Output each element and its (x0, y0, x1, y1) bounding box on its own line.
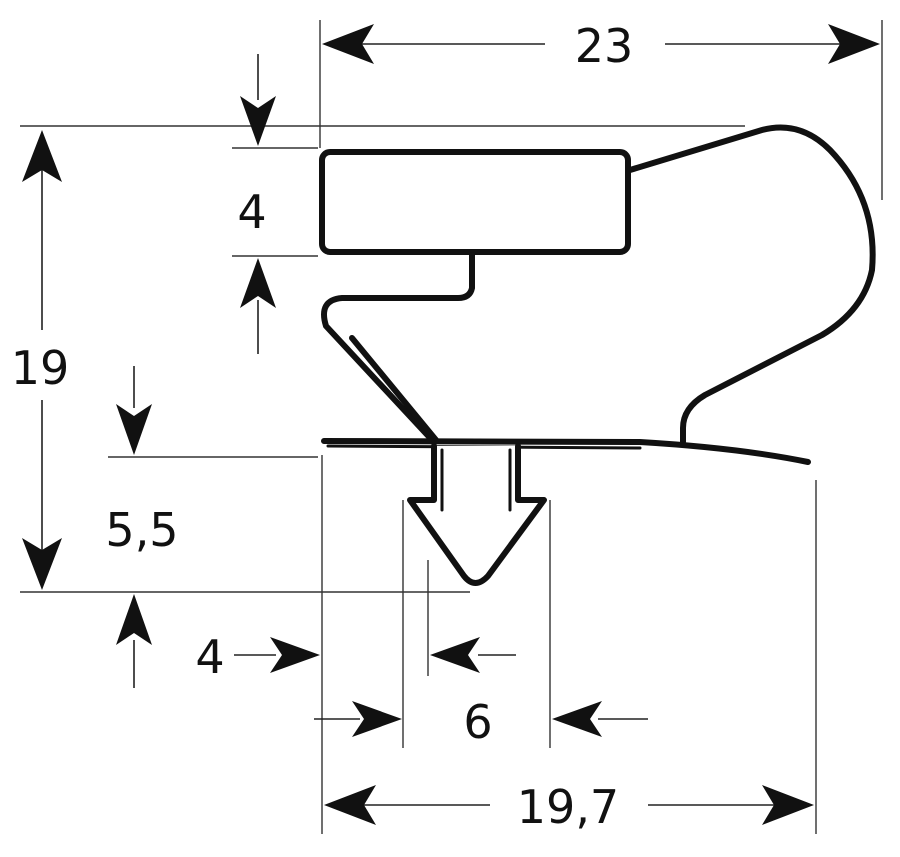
dimension-overall-height: 19 (11, 130, 70, 590)
arrow-right (352, 701, 402, 737)
arrow-right (828, 24, 880, 64)
gasket-neck (321, 252, 475, 443)
gasket-anchor (407, 443, 547, 586)
arrow-left (430, 637, 480, 673)
dim-label-overall-height: 19 (11, 341, 70, 395)
dimension-anchor-width: 6 (314, 695, 648, 749)
arrow-up (116, 594, 152, 645)
arrow-down (116, 404, 152, 455)
arrow-left (552, 701, 602, 737)
arrow-down (240, 96, 276, 146)
gasket-bulb-outline (627, 124, 876, 445)
arrow-up (22, 130, 62, 182)
dim-label-base-width: 19,7 (517, 780, 619, 834)
dimension-base-width: 19,7 (324, 780, 814, 834)
arrow-right (270, 637, 320, 673)
arrow-left (322, 24, 374, 64)
dimension-flange-offset: 4 (195, 630, 516, 684)
gasket-inner-diagonal (349, 335, 439, 443)
extension-lines (20, 20, 883, 834)
gasket-profile (319, 124, 876, 586)
gasket-anchor-inner (440, 448, 512, 512)
dimension-base-offset: 5,5 (105, 366, 179, 688)
magnet-housing (319, 149, 631, 255)
arrow-down (22, 538, 62, 590)
dim-label-base-offset: 5,5 (105, 503, 178, 557)
dim-label-overall-width: 23 (575, 19, 634, 73)
dim-label-flange-offset: 4 (195, 630, 224, 684)
dimension-top-section-height: 4 (237, 54, 276, 354)
arrow-left (324, 785, 376, 825)
arrow-right (762, 785, 814, 825)
dim-label-top-section-height: 4 (237, 185, 266, 239)
dimension-overall-width: 23 (322, 19, 880, 73)
dim-label-anchor-width: 6 (463, 695, 492, 749)
gasket-base-flange (321, 438, 811, 465)
arrow-up (240, 258, 276, 308)
